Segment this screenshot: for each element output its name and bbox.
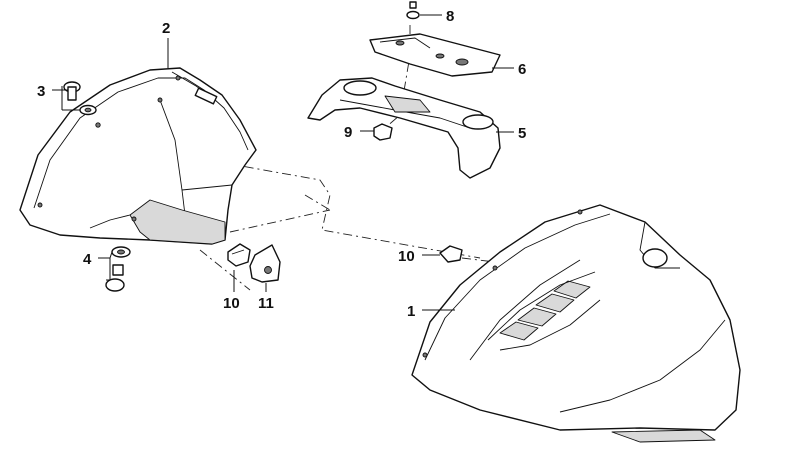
clip-nut-left	[227, 243, 251, 267]
vent-slats	[487, 271, 601, 351]
callout-10-left: 10	[223, 295, 240, 312]
callout-2: 2	[162, 20, 170, 37]
washer-8	[406, 1, 420, 20]
callout-3: 3	[37, 83, 45, 100]
outer-fairing	[411, 204, 741, 443]
callout-labels: 2 3 4 10 11 8 6 5 9 10 1	[37, 8, 526, 320]
callout-8: 8	[446, 8, 454, 25]
callout-9: 9	[344, 124, 352, 141]
callout-4: 4	[83, 251, 92, 268]
clip-9	[373, 123, 393, 141]
leader-lines	[52, 14, 514, 311]
callout-11: 11	[258, 295, 274, 312]
callout-5: 5	[518, 125, 526, 142]
inner-fairing-panel	[19, 67, 257, 245]
clip-nut-right	[439, 245, 463, 263]
mount-frame	[307, 77, 501, 179]
mounting-plate	[369, 33, 501, 77]
mounting-bracket	[249, 244, 281, 283]
screw-with-washer-4	[105, 246, 131, 292]
callout-6: 6	[518, 61, 526, 78]
callout-1: 1	[407, 303, 415, 320]
callout-10-right: 10	[398, 248, 415, 265]
